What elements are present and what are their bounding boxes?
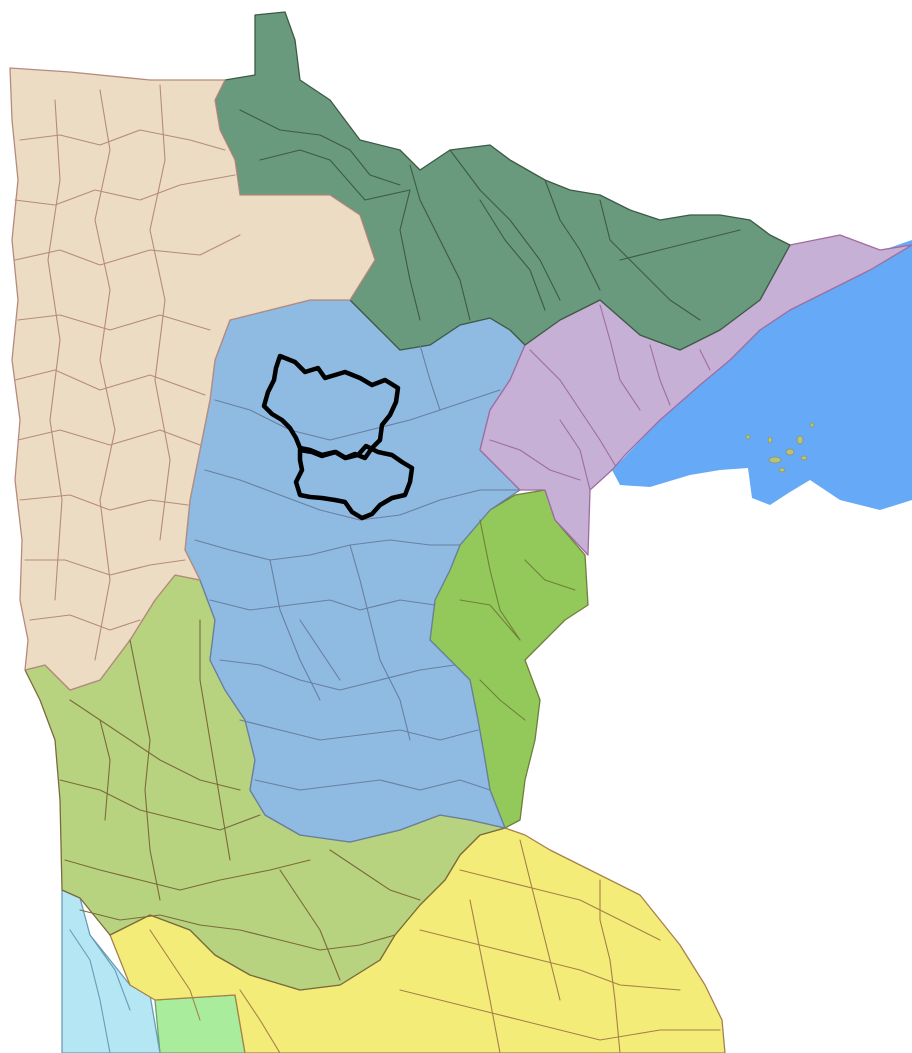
subwatershed-lines-rainy-river <box>239 109 741 321</box>
basin-des-moines-river <box>154 994 246 1053</box>
highlighted-watershed-south <box>293 443 415 521</box>
lake-superior-water <box>612 240 912 510</box>
subwatershed-lines-st-croix <box>459 519 576 721</box>
subwatershed-lines-red-river <box>14 84 241 661</box>
subwatershed-lines-lower-mississippi <box>149 839 721 1053</box>
subwatershed-lines-missouri-river <box>69 929 131 1053</box>
subwatershed-lines-lake-superior <box>489 304 711 491</box>
highlighted-watershed-north <box>261 353 401 461</box>
highlighted-watersheds <box>261 353 415 521</box>
subwatershed-lines-minnesota-river <box>59 619 421 981</box>
apostle-islands <box>745 422 815 473</box>
subwatershed-lines-upper-mississippi <box>194 344 521 791</box>
basin-red-river <box>9 67 376 691</box>
